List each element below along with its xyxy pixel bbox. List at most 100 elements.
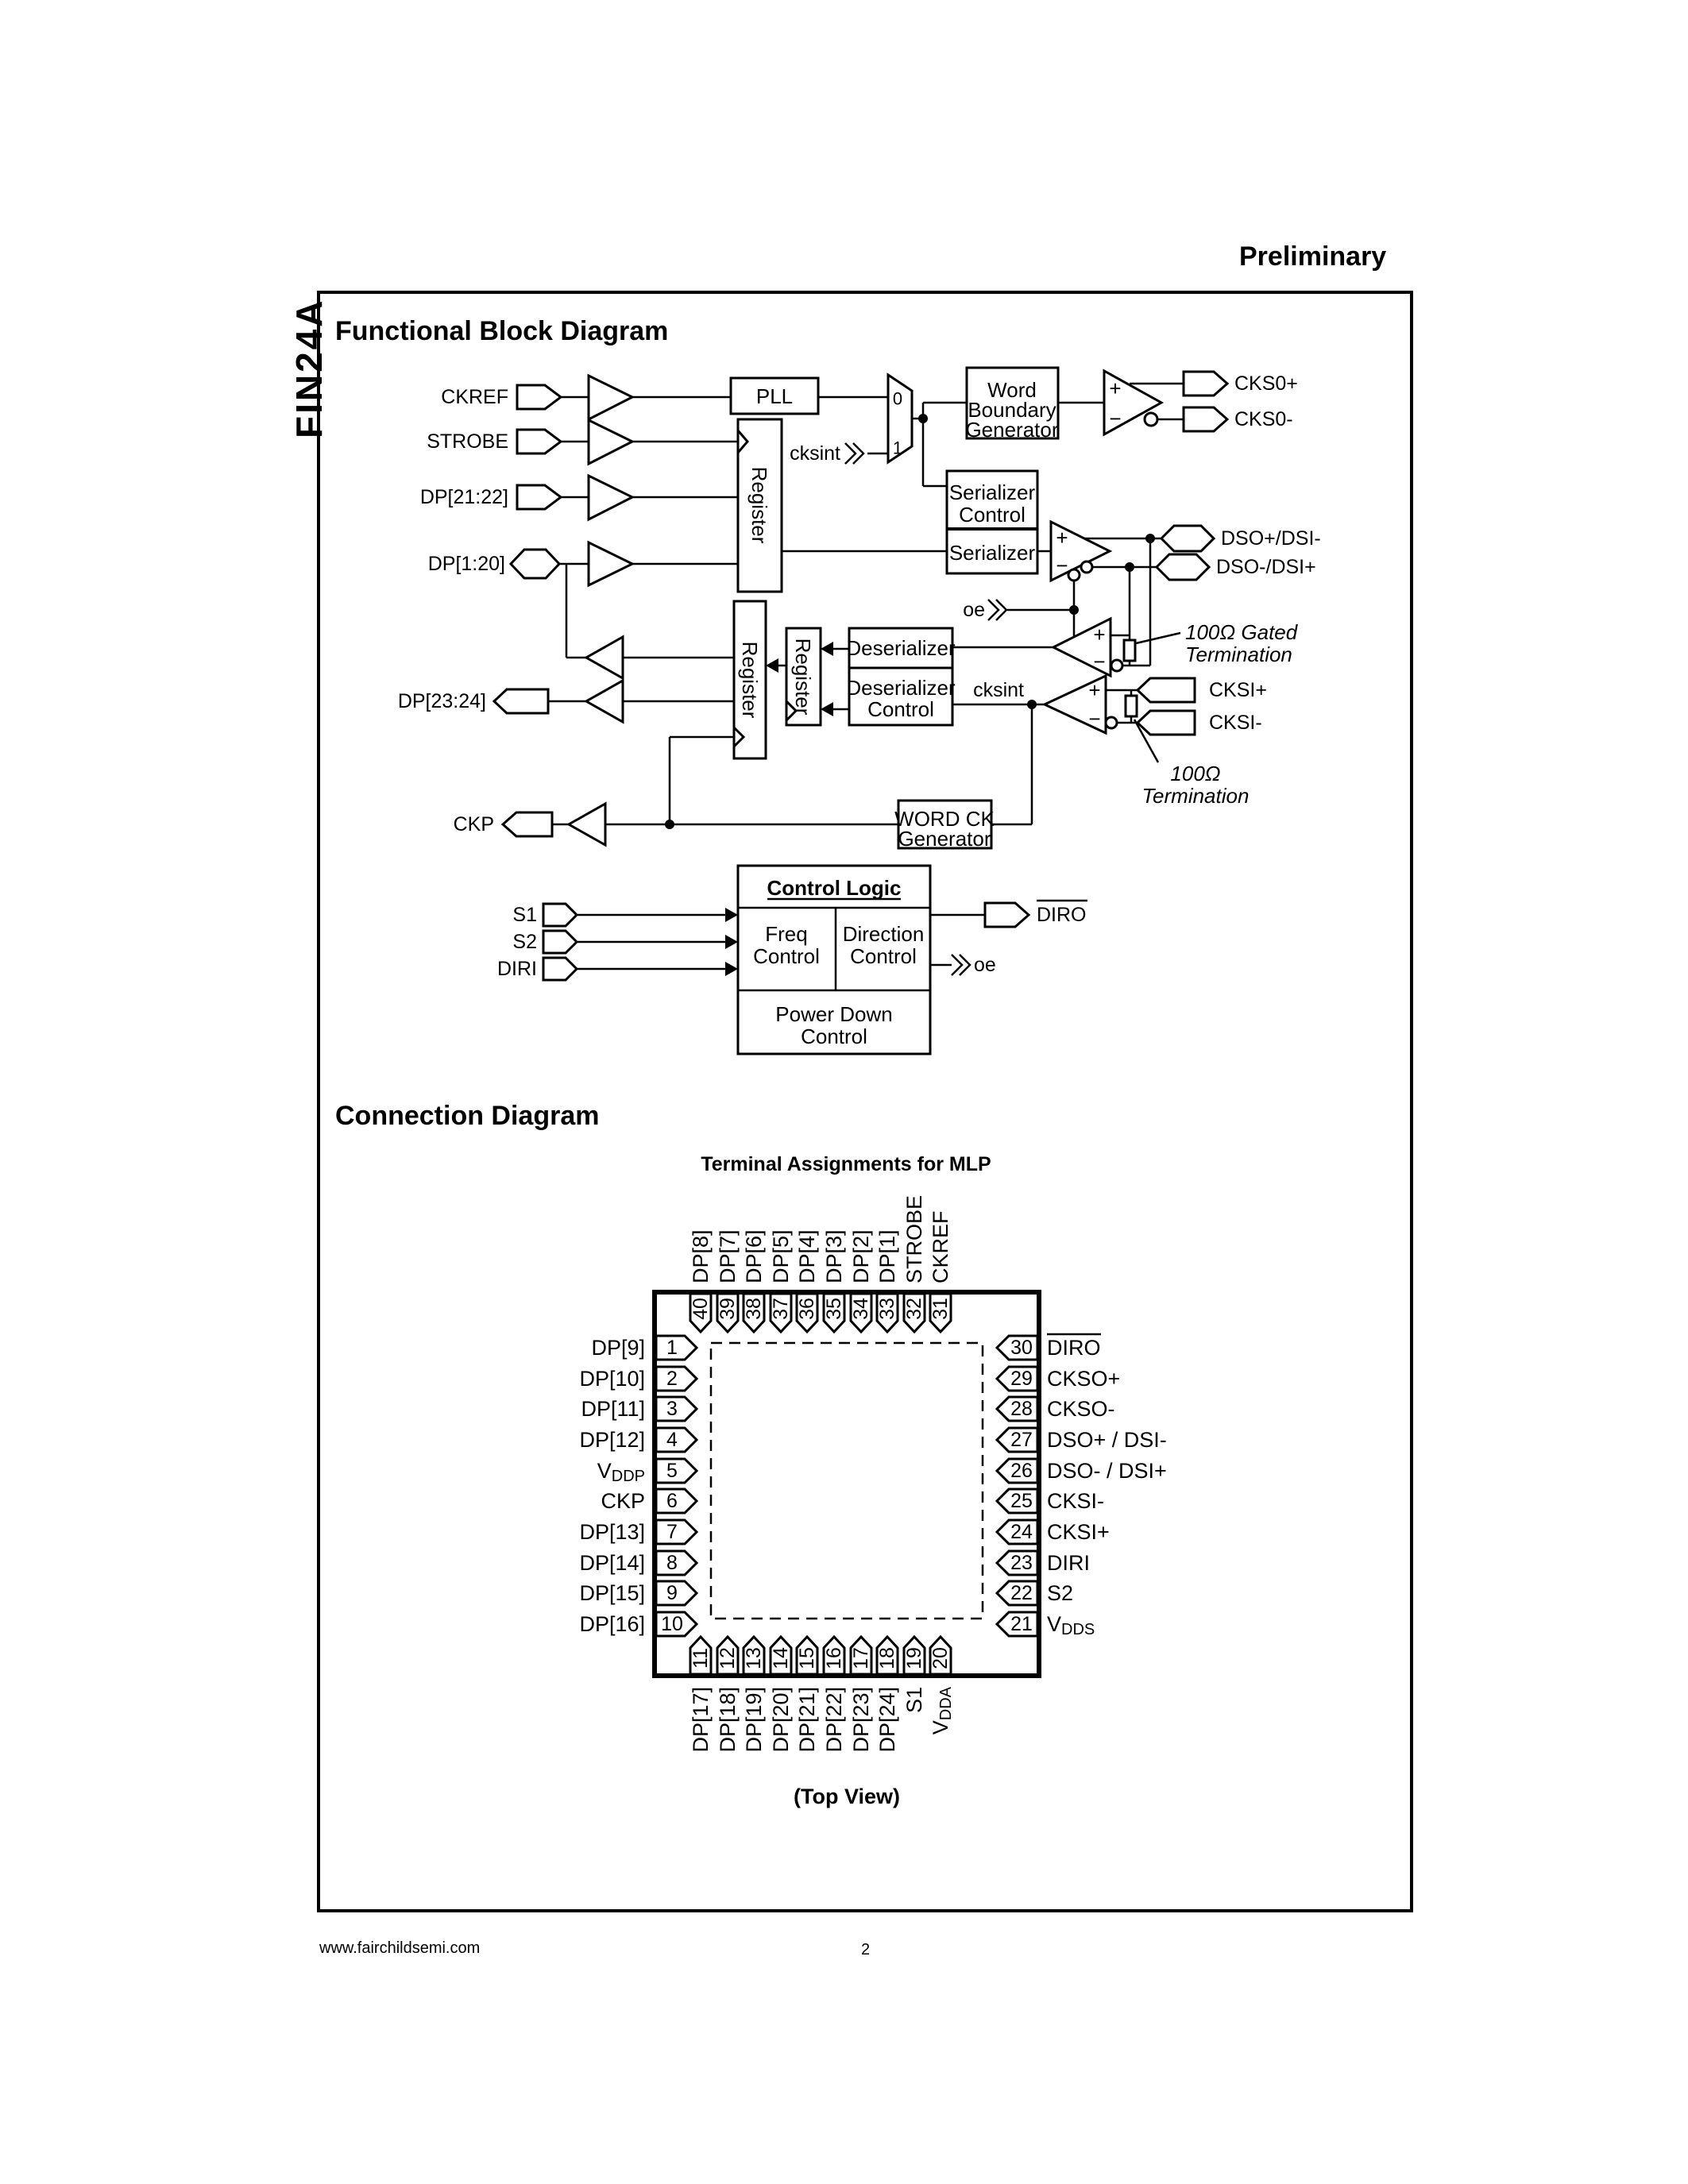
- svg-text:DP[6]: DP[6]: [742, 1229, 766, 1283]
- svg-text:34: 34: [850, 1298, 872, 1320]
- strobe-connector: [516, 428, 563, 455]
- gated-termination-receiver-icon: [1050, 616, 1137, 678]
- svg-text:DP[11]: DP[11]: [581, 1397, 645, 1421]
- dso-driver-icon: [1049, 519, 1113, 583]
- ckref-connector: [516, 384, 563, 411]
- footer-url: www.fairchildsemi.com: [319, 1939, 481, 1957]
- svg-text:38: 38: [743, 1298, 765, 1320]
- gated-termination-note: 100Ω Gated Termination: [1185, 620, 1299, 666]
- svg-text:DP[3]: DP[3]: [822, 1229, 846, 1283]
- svg-text:29: 29: [1010, 1368, 1033, 1390]
- svg-text:S1: S1: [512, 904, 537, 926]
- svg-text:39: 39: [717, 1298, 739, 1320]
- svg-text:DP[21]: DP[21]: [795, 1687, 819, 1753]
- svg-text:DP[8]: DP[8]: [689, 1229, 713, 1283]
- diro-connector: [983, 901, 1031, 928]
- svg-text:Power Down: Power Down: [775, 1002, 892, 1026]
- svg-text:DP[18]: DP[18]: [716, 1687, 740, 1753]
- register1-block: Register: [736, 418, 783, 593]
- bottom-pins: 11 DP[17] 12 DP[18] 13 DP[19] 14 DP[20] …: [689, 1634, 955, 1753]
- svg-text:DP[24]: DP[24]: [875, 1687, 899, 1753]
- functional-block-diagram: PLL Register Word Boundary Generator Ser…: [398, 366, 1321, 1055]
- svg-text:12: 12: [717, 1647, 739, 1669]
- svg-text:+: +: [1109, 376, 1121, 400]
- svg-text:PLL: PLL: [756, 384, 793, 408]
- svg-text:DP[23]: DP[23]: [849, 1687, 873, 1753]
- svg-text:DP[15]: DP[15]: [579, 1581, 645, 1605]
- svg-text:DIRI: DIRI: [1047, 1551, 1090, 1575]
- svg-text:DP[2]: DP[2]: [849, 1229, 873, 1283]
- serializer-block: Serializer: [945, 527, 1039, 575]
- svg-text:−: −: [1056, 554, 1068, 577]
- deserializer-control-block: Deserializer Control: [846, 666, 956, 727]
- svg-text:DP[14]: DP[14]: [579, 1551, 645, 1575]
- register2-block: Register: [732, 600, 767, 760]
- svg-text:40: 40: [689, 1298, 712, 1320]
- svg-text:Boundary: Boundary: [968, 398, 1056, 422]
- register3-block: Register: [785, 627, 822, 727]
- svg-text:25: 25: [1010, 1490, 1033, 1512]
- svg-text:CKP: CKP: [454, 813, 494, 835]
- svg-text:Register: Register: [738, 642, 762, 719]
- right-pins: 30 DIRO 29 CKSO+ 28 CKSO- 27 DSO+ / DSI-…: [995, 1333, 1167, 1638]
- svg-text:DSO+/DSI-: DSO+/DSI-: [1221, 527, 1321, 550]
- svg-text:oe: oe: [963, 599, 985, 621]
- svg-text:100Ω: 100Ω: [1170, 762, 1220, 785]
- svg-text:16: 16: [823, 1647, 845, 1669]
- svg-text:+: +: [1093, 623, 1105, 646]
- svg-text:13: 13: [743, 1647, 765, 1669]
- svg-text:Termination: Termination: [1142, 784, 1250, 808]
- svg-text:DP[5]: DP[5]: [769, 1229, 793, 1283]
- s2-connector: [542, 929, 579, 955]
- svg-text:22: 22: [1010, 1582, 1033, 1604]
- svg-text:CKSO-: CKSO-: [1047, 1397, 1115, 1421]
- svg-text:S1: S1: [902, 1687, 926, 1713]
- cksi-receiver-icon: [1041, 673, 1138, 735]
- svg-text:DP[21:22]: DP[21:22]: [420, 486, 508, 508]
- deserializer-block: Deserializer: [846, 627, 956, 669]
- connection-diagram-title: Connection Diagram: [335, 1101, 600, 1131]
- svg-text:Serializer: Serializer: [949, 541, 1036, 565]
- svg-text:36: 36: [796, 1298, 818, 1320]
- buffer-icons: [566, 373, 635, 847]
- footer-page-number: 2: [861, 1941, 871, 1958]
- svg-text:33: 33: [876, 1298, 898, 1320]
- control-logic-block: Control Logic Freq Control Direction Con…: [736, 864, 932, 1055]
- oe-chevron-icon: [987, 599, 1008, 621]
- svg-text:DP[22]: DP[22]: [822, 1687, 846, 1753]
- svg-text:DP[4]: DP[4]: [795, 1229, 819, 1283]
- mux-icon: [886, 372, 914, 465]
- svg-text:31: 31: [929, 1298, 952, 1320]
- left-pins: 1 DP[9] 2 DP[10] 3 DP[11] 4 DP[12] 5 VDD…: [579, 1334, 699, 1638]
- svg-text:DP[1:20]: DP[1:20]: [428, 553, 505, 575]
- svg-text:11: 11: [689, 1648, 712, 1669]
- svg-text:3: 3: [666, 1398, 678, 1420]
- svg-text:Register: Register: [747, 467, 771, 544]
- svg-text:32: 32: [903, 1298, 925, 1320]
- svg-text:Control: Control: [850, 944, 917, 968]
- svg-text:DP[23:24]: DP[23:24]: [398, 690, 486, 712]
- dp21-22-connector: [516, 484, 563, 511]
- svg-text:S2: S2: [512, 931, 537, 953]
- svg-text:−: −: [1093, 650, 1105, 673]
- svg-text:21: 21: [1010, 1613, 1033, 1635]
- dp23-24-connector: [492, 688, 550, 715]
- svg-text:4: 4: [666, 1429, 678, 1451]
- svg-text:DSO-/DSI+: DSO-/DSI+: [1216, 556, 1316, 578]
- dp1-20-connector: [508, 548, 562, 580]
- svg-text:CKREF: CKREF: [929, 1210, 952, 1283]
- svg-text:CKSI-: CKSI-: [1047, 1489, 1104, 1513]
- svg-text:17: 17: [850, 1647, 872, 1669]
- svg-text:DP[13]: DP[13]: [579, 1520, 645, 1544]
- fbd-junction-dots: [665, 414, 1155, 829]
- svg-text:CKP: CKP: [601, 1489, 645, 1513]
- svg-text:Control: Control: [959, 503, 1026, 527]
- svg-text:20: 20: [929, 1647, 952, 1669]
- svg-text:Termination: Termination: [1185, 642, 1292, 666]
- svg-text:DP[7]: DP[7]: [716, 1229, 740, 1283]
- svg-text:5: 5: [666, 1460, 678, 1482]
- cks0-minus-connector: [1182, 406, 1230, 433]
- svg-text:Generator: Generator: [898, 827, 991, 851]
- page-border: [317, 291, 1413, 1912]
- svg-text:+: +: [1088, 678, 1100, 702]
